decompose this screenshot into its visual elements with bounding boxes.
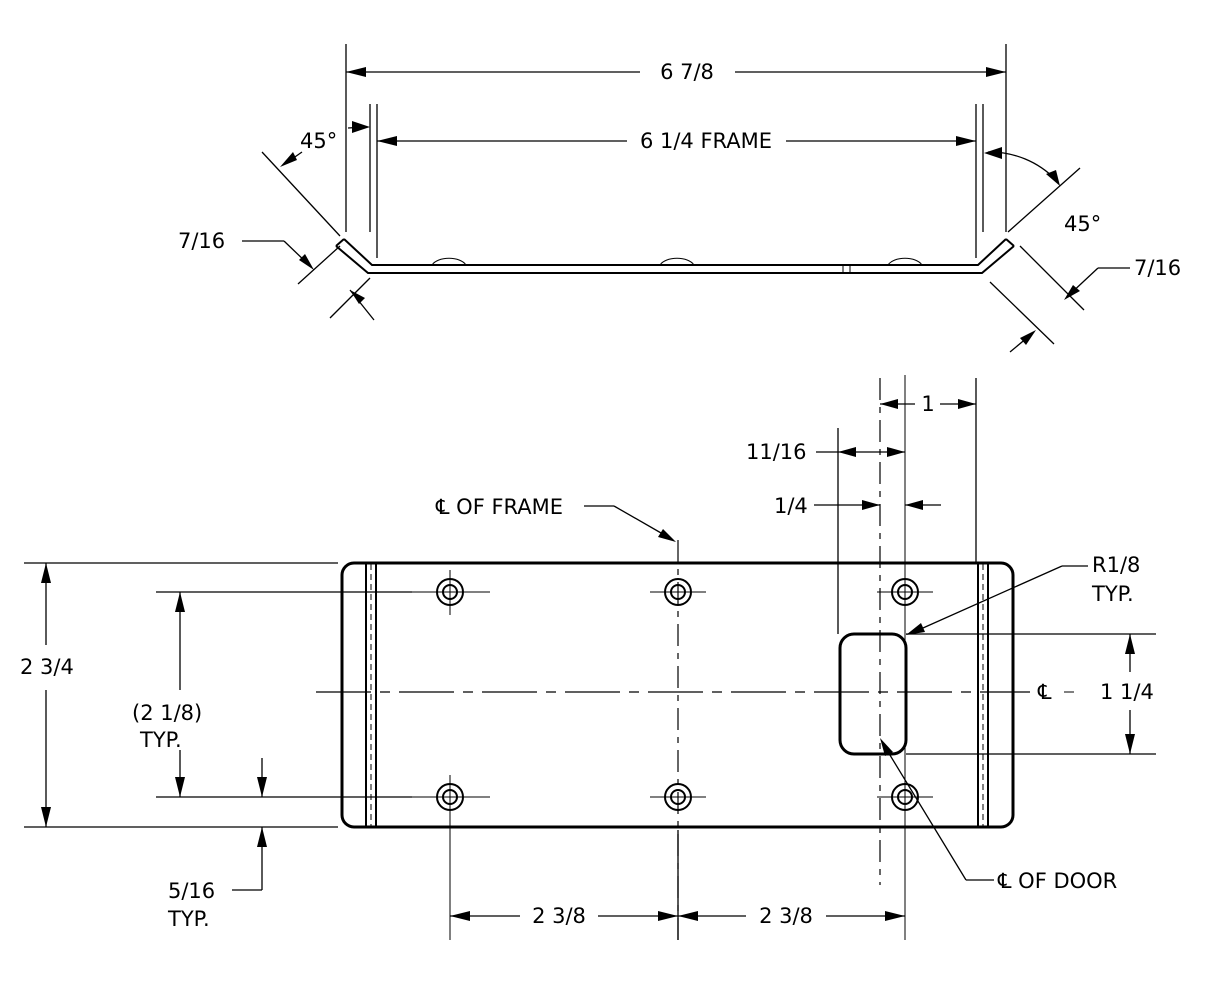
- arrowhead: [984, 147, 1002, 159]
- bracket-profile-inner: [343, 238, 1007, 266]
- door-centerline-label: ℄ OF DOOR: [997, 869, 1117, 893]
- arrowhead: [346, 67, 366, 77]
- arrowhead: [352, 121, 370, 133]
- dim-quarter: 1/4: [774, 494, 808, 518]
- arrowhead: [41, 807, 51, 827]
- dim-pitch-right: 2 3/8: [759, 904, 813, 928]
- arrowhead: [956, 136, 976, 146]
- angle-extension: [1007, 167, 1081, 233]
- arrowhead: [1064, 285, 1080, 300]
- leader-line: [881, 741, 967, 881]
- arrowhead: [885, 911, 905, 921]
- arrowhead: [1046, 170, 1060, 186]
- arrowhead: [958, 399, 976, 409]
- arrowhead: [880, 738, 893, 756]
- arrowhead: [280, 152, 297, 167]
- arrowhead: [175, 777, 185, 797]
- arrowhead: [887, 447, 905, 457]
- door-slot: [838, 632, 908, 756]
- hole-bottom-mid: [650, 783, 706, 811]
- bracket-end-right: [1005, 238, 1015, 247]
- arrowhead: [257, 777, 267, 797]
- leader-line: [913, 565, 1063, 633]
- arrowhead: [880, 399, 898, 409]
- flange-right-label: 7/16: [1134, 256, 1181, 280]
- dim-hole-spacing: (2 1/8): [132, 701, 202, 725]
- arrowhead: [678, 911, 698, 921]
- arrowhead: [658, 529, 676, 542]
- arrowhead: [1125, 634, 1135, 654]
- extension-line: [329, 277, 371, 319]
- hole-top-mid: [650, 578, 706, 606]
- arrowhead: [658, 911, 678, 921]
- radius-label: R1/8: [1092, 553, 1140, 577]
- dim-frame-width: 6 1/4 FRAME: [640, 129, 772, 153]
- dim-edge-offset-typ: TYP.: [167, 907, 210, 931]
- dim-slot-height: 1 1/4: [1100, 680, 1154, 704]
- arrowhead: [862, 500, 880, 510]
- angle-left-label: 45°: [300, 129, 337, 153]
- dim-edge-offset: 5/16: [168, 879, 215, 903]
- arrowhead: [450, 911, 470, 921]
- extension-line: [297, 245, 341, 285]
- top-view: 6 7/8 6 1/4 FRAME 45° 45° 7/16 7/16: [178, 44, 1181, 353]
- arrowhead: [175, 592, 185, 612]
- dim-one: 1: [921, 392, 934, 416]
- arrowhead: [299, 254, 314, 270]
- arrowhead: [377, 136, 397, 146]
- rivet-bump-3: [887, 257, 923, 266]
- extension-line: [989, 281, 1055, 345]
- dim-hole-spacing-typ: TYP.: [139, 728, 182, 752]
- extension-line: [1019, 245, 1085, 311]
- dim-pitch-left: 2 3/8: [532, 904, 586, 928]
- bracket-profile-outer: [335, 245, 1015, 274]
- arrowhead: [838, 447, 856, 457]
- rivet-bump-2: [659, 257, 695, 266]
- leader-line: [613, 505, 669, 538]
- arrowhead: [1020, 330, 1036, 345]
- rivet-bump-1: [431, 257, 467, 266]
- arrowhead: [905, 500, 923, 510]
- dim-eleven-sixteenths: 11/16: [746, 440, 807, 464]
- flange-left-label: 7/16: [178, 229, 225, 253]
- slot-centerline-label: ℄: [1037, 680, 1052, 704]
- arrowhead: [1125, 734, 1135, 754]
- angle-extension: [261, 151, 341, 237]
- arrowhead: [257, 827, 267, 847]
- dim-overall-height: 2 3/4: [20, 655, 74, 679]
- arrowhead: [350, 290, 365, 304]
- arrowhead: [41, 563, 51, 583]
- frame-centerline-label: ℄ OF FRAME: [435, 495, 563, 519]
- dim-overall-width: 6 7/8: [660, 60, 714, 84]
- angle-right-label: 45°: [1064, 212, 1101, 236]
- arrowhead: [906, 623, 925, 635]
- radius-typ-label: TYP.: [1091, 582, 1134, 606]
- front-view: 1 11/16 1/4 ℄ OF FRAME R1/8 TYP. 2 3/4: [20, 375, 1156, 940]
- bracket-end-left: [335, 238, 345, 247]
- arrowhead: [986, 67, 1006, 77]
